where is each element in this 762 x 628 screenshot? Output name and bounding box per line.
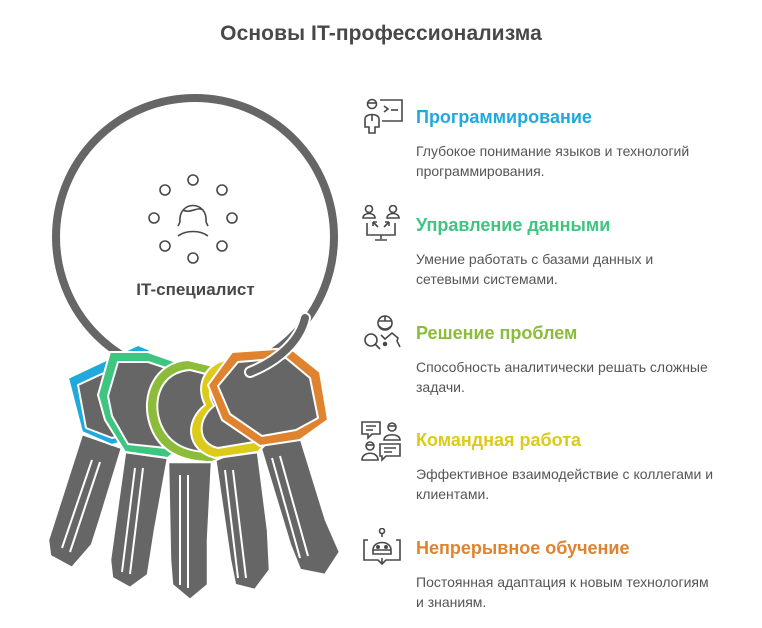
item-description: Глубокое понимание языков и технологий п… (416, 143, 690, 179)
item-teamwork: Командная работа Эффективное взаимодейст… (360, 420, 760, 520)
key-grooves (61, 455, 309, 588)
keyring-graphic (46, 94, 342, 602)
analyst-magnifier-icon (364, 315, 401, 350)
item-continuous-learning: Непрерывное обучение Постоянная адаптаци… (360, 528, 760, 628)
robot-book-icon (363, 528, 401, 566)
center-label: IT-специалист (136, 280, 255, 299)
page-title: Основы IT-профессионализма (220, 22, 542, 45)
item-heading: Программирование (416, 107, 592, 127)
team-chat-icon (361, 421, 401, 462)
item-heading: Управление данными (416, 215, 611, 235)
item-description: Постоянная адаптация к новым технологиям… (416, 574, 709, 610)
key-heads (67, 344, 329, 463)
item-heading: Непрерывное обучение (416, 538, 630, 558)
network-users-monitor-icon (362, 205, 400, 241)
item-description: Способность аналитически решать сложные … (416, 359, 708, 395)
item-description: Умение работать с базами данных и сетевы… (416, 251, 654, 287)
item-heading: Решение проблем (416, 323, 578, 343)
item-description: Эффективное взаимодействие с коллегами и… (416, 466, 714, 502)
item-heading: Командная работа (416, 430, 582, 450)
programmer-terminal-icon (364, 98, 403, 134)
item-programming: Программирование Глубокое понимание язык… (360, 97, 760, 197)
item-data-management: Управление данными Умение работать с баз… (360, 205, 760, 305)
person-network-icon (148, 174, 238, 264)
item-problem-solving: Решение проблем Способность аналитически… (360, 313, 760, 413)
